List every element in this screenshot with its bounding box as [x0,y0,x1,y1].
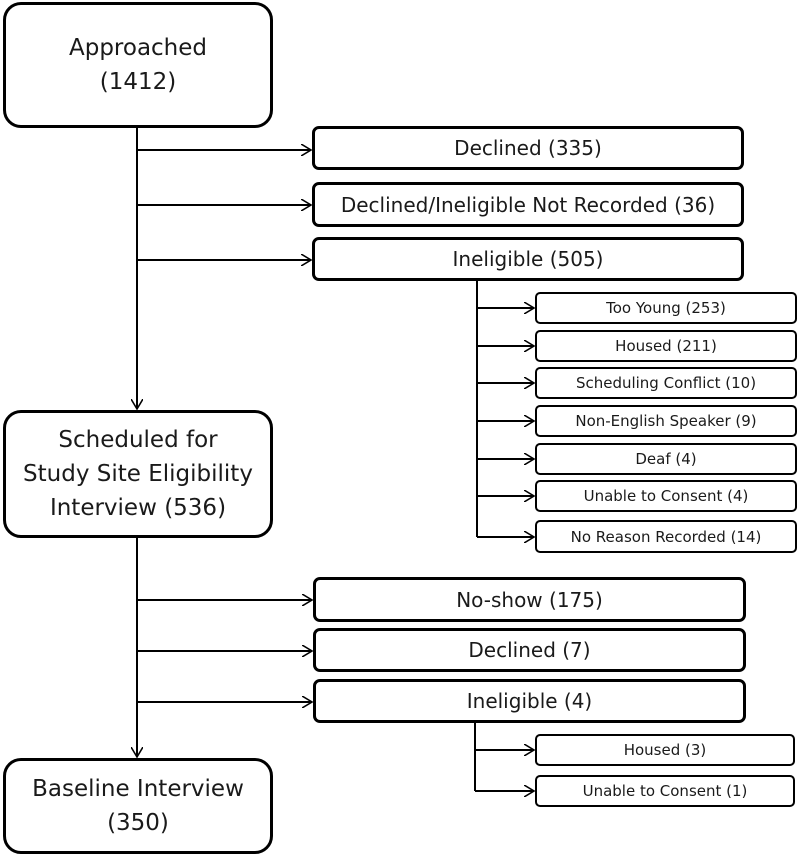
approached-count: (1412) [99,69,177,95]
reason-housed: Housed (211) [535,330,797,362]
ineligible-2-box: Ineligible (4) [313,679,746,723]
reason-scheduling-conflict: Scheduling Conflict (10) [535,367,797,399]
baseline-label: Baseline Interview [32,776,244,802]
approached-label: Approached [68,35,208,61]
not-recorded-box: Declined/Ineligible Not Recorded (36) [312,182,744,227]
reason-deaf: Deaf (4) [535,443,797,475]
reason-non-english: Non-English Speaker (9) [535,405,797,437]
declined-2-box: Declined (7) [313,628,746,672]
no-show-box: No-show (175) [313,577,746,622]
reason-no-reason-recorded: No Reason Recorded (14) [535,520,797,553]
scheduled-line-3: Interview (536) [49,495,227,521]
baseline-count: (350) [107,810,169,836]
reason-unable-to-consent-2: Unable to Consent (1) [535,775,795,807]
reason-too-young: Too Young (253) [535,292,797,324]
baseline-box: Baseline Interview (350) [3,758,273,854]
scheduled-box: Scheduled for Study Site Eligibility Int… [3,410,273,538]
reason-unable-to-consent: Unable to Consent (4) [535,480,797,512]
declined-box: Declined (335) [312,126,744,170]
reason-housed-2: Housed (3) [535,734,795,766]
scheduled-line-1: Scheduled for [58,427,218,453]
scheduled-line-2: Study Site Eligibility [23,461,253,487]
approached-box: Approached (1412) [3,2,273,128]
ineligible-box: Ineligible (505) [312,237,744,281]
